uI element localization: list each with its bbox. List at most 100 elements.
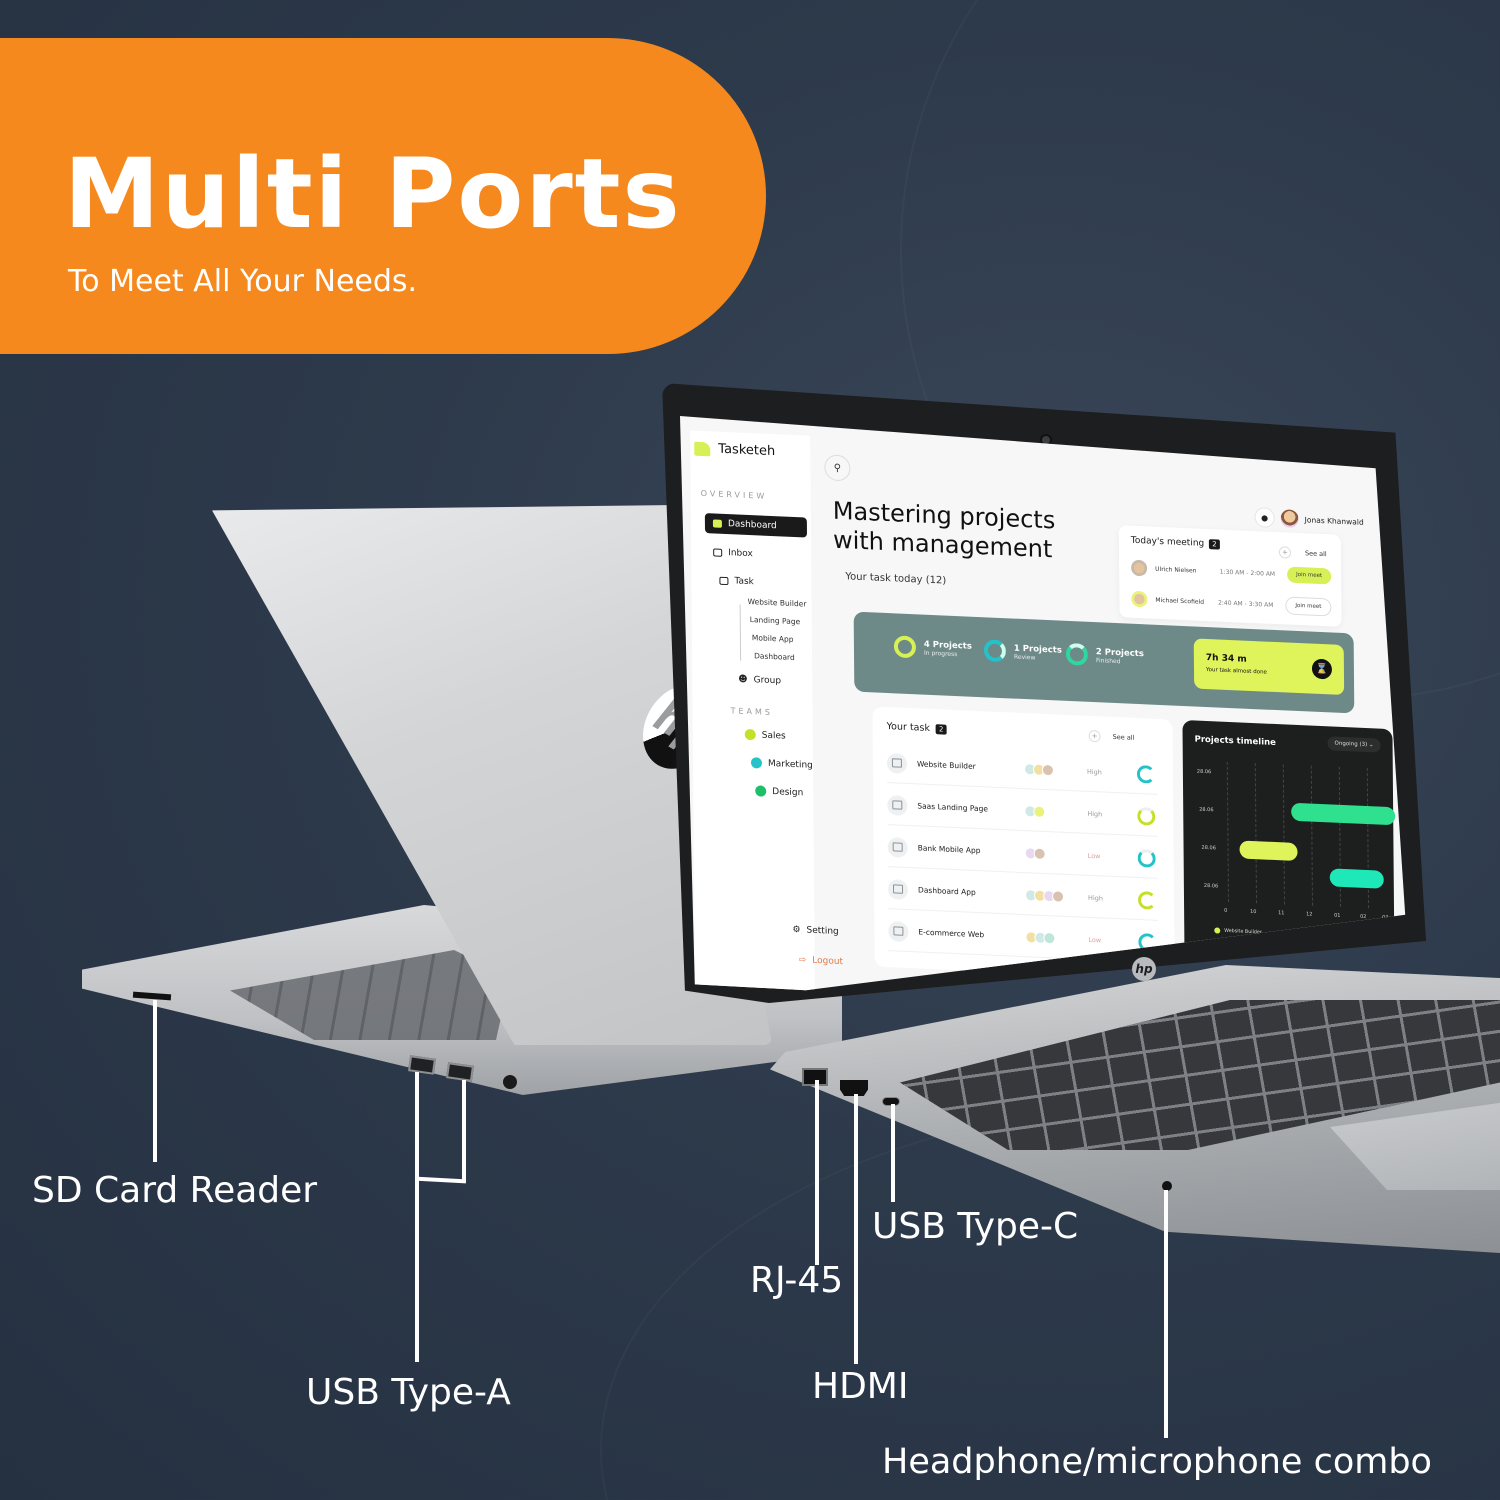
user-chip[interactable]: ● Jonas Khanwald [1254,507,1364,532]
task-icon [888,920,909,942]
team-dot-icon [744,728,756,741]
callout-usb-type-c: USB Type-C [872,1206,1079,1247]
timeline-bar[interactable] [1329,868,1384,889]
sidebar-item-logout[interactable]: ⇨ Logout [798,955,844,968]
leader-line-usba [414,1176,467,1184]
app-sidebar: Tasketeh OVERVIEW Dashboard Inbox Task W… [690,430,843,991]
task-title: Your task 2 [887,721,947,735]
assignee-avatars [1025,930,1088,946]
progress-ring-icon [1137,890,1157,910]
avatar [1280,509,1299,529]
app-name: Tasketeh [718,441,776,460]
priority-label: High [1086,767,1102,776]
assignee-avatars [1023,762,1087,778]
group-icon: ☻ [738,674,748,685]
callout-headphone-mic-combo: Headphone/microphone combo [882,1442,1432,1482]
leader-line-audio [1164,1190,1168,1438]
count-badge: 2 [935,723,947,735]
task-icon [887,836,908,858]
search-icon: ⚲ [833,462,842,474]
leader-line-usba [462,1080,466,1182]
count-badge: 2 [1209,539,1220,550]
sidebar-subitem[interactable]: Website Builder [747,596,807,609]
hero-title: Mastering projects with management [832,496,1056,564]
hdmi-port [840,1080,868,1096]
laptop-screen: Tasketeh OVERVIEW Dashboard Inbox Task W… [680,416,1406,991]
leader-line-sd [153,1000,157,1162]
add-task-button[interactable]: + [1088,729,1101,743]
chevron-down-icon: ⌄ [1368,742,1374,749]
user-name: Jonas Khanwald [1304,514,1364,527]
priority-label: Low [1088,935,1102,944]
timeline-filter-dropdown[interactable]: Ongoing (3) ⌄ [1327,736,1381,753]
progress-ring-icon [893,635,917,659]
avatar [1131,590,1148,608]
headline-title: Multi Ports [64,138,682,250]
timeline-bar[interactable] [1239,840,1298,861]
headline-banner: Multi Ports To Meet All Your Needs. [0,38,766,354]
avatar [1131,559,1148,577]
logo-mark-icon [694,441,711,456]
progress-ring-icon [983,639,1007,663]
inbox-icon [713,548,723,557]
join-meet-button[interactable]: Join meet [1285,596,1332,617]
sidebar-item-task[interactable]: Task [719,576,754,587]
overview-label: OVERVIEW [700,488,768,501]
callout-hdmi: HDMI [812,1366,909,1407]
hourglass-icon[interactable]: ⌛ [1311,658,1333,680]
callout-usb-type-a: USB Type-A [306,1372,511,1413]
join-meet-button[interactable]: Join meet [1287,566,1332,585]
progress-ring-icon [1137,848,1156,868]
sidebar-subitem[interactable]: Mobile App [751,633,794,644]
team-dot-icon [755,785,767,797]
search-button[interactable]: ⚲ [824,454,851,482]
meeting-row: Ulrich Nielsen 1:30 AM - 2:00 AM Join me… [1131,559,1332,585]
sidebar-subitem[interactable]: Landing Page [749,615,801,627]
sidebar-item-group[interactable]: ☻ Group [738,674,782,687]
app-logo: Tasketeh [694,441,776,460]
usb-a-port [446,1062,474,1082]
audio-jack [1162,1181,1172,1191]
assignee-avatars [1024,888,1088,904]
task-icon [887,794,908,816]
see-all-tasks-link[interactable]: See all [1112,732,1135,742]
task-card: Your task 2 + See all Website Builder Hi… [872,706,1175,980]
sidebar-item-dashboard[interactable]: Dashboard [704,513,808,538]
leader-line-usba [415,1072,419,1362]
headline-subtitle: To Meet All Your Needs. [68,264,418,299]
assignee-avatars [1024,846,1088,862]
team-sales[interactable]: Sales [744,728,786,742]
bell-icon[interactable]: ● [1254,507,1275,528]
team-marketing[interactable]: Marketing [750,757,813,771]
task-icon [887,878,909,900]
callout-rj45: RJ-45 [750,1260,844,1301]
sidebar-subitem[interactable]: Dashboard [754,651,795,663]
add-meeting-button[interactable]: + [1278,546,1291,559]
power-jack [503,1075,517,1089]
progress-ring-icon [1136,764,1156,784]
task-icon [886,752,908,774]
task-icon [719,576,729,586]
sidebar-item-setting[interactable]: ⚙ Setting [792,924,839,937]
dashboard-icon [712,519,722,528]
team-design[interactable]: Design [755,785,803,798]
callout-sd-card-reader: SD Card Reader [32,1170,318,1211]
priority-label: High [1087,809,1103,818]
leader-line-rj45 [815,1080,819,1265]
hp-logo-icon: hp [1132,957,1156,981]
sidebar-item-inbox[interactable]: Inbox [713,547,753,559]
see-all-meetings-link[interactable]: See all [1304,549,1327,559]
timeline-bar[interactable] [1291,802,1396,826]
leader-line-usbc [891,1104,895,1202]
usb-a-port [408,1055,436,1075]
time-remaining-card: 7h 34 m Your task almost done ⌛ [1193,638,1345,696]
meeting-row: Michael Scofield 2:40 AM - 3:30 AM Join … [1131,590,1332,617]
team-dot-icon [750,757,763,769]
gear-icon: ⚙ [792,924,801,936]
hero-subtitle: Your task today (12) [845,571,947,587]
priority-label: High [1087,893,1104,902]
